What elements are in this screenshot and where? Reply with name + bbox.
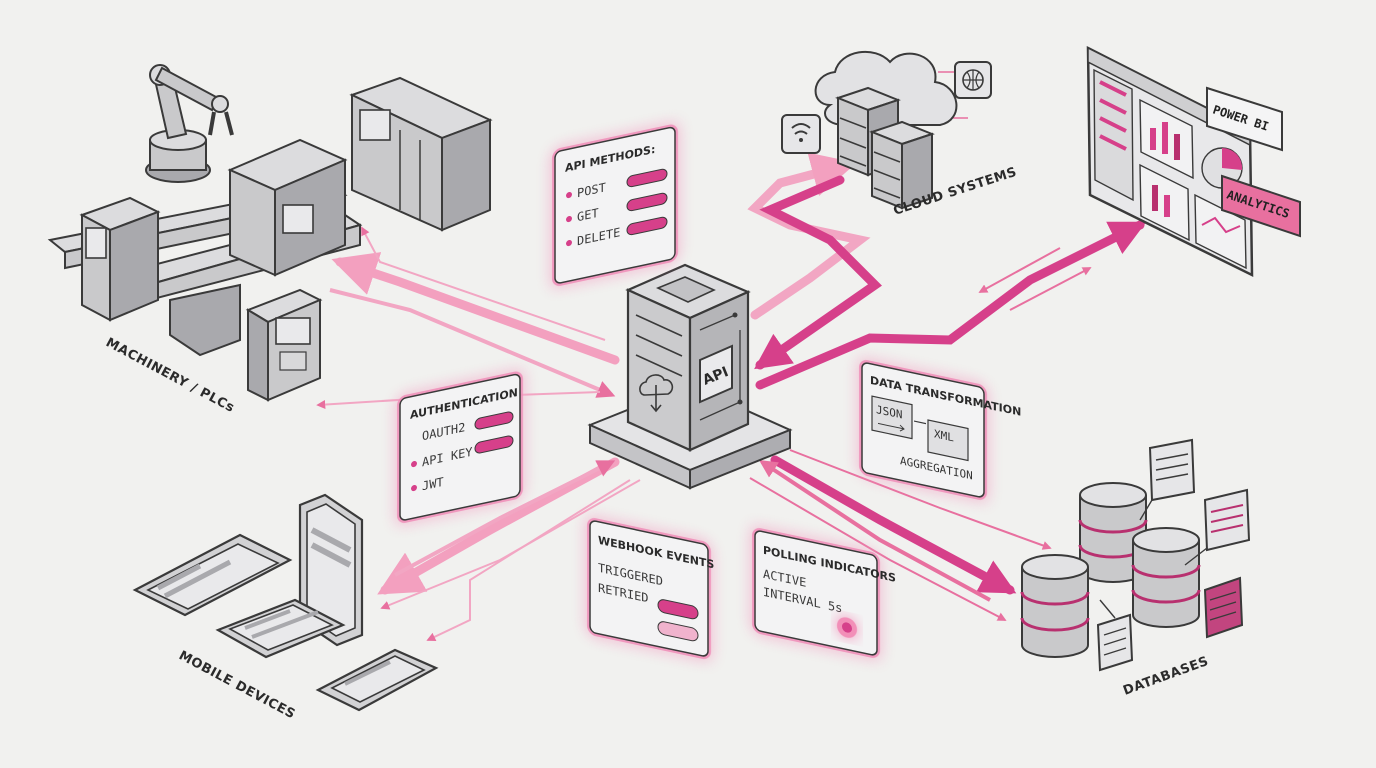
- cloud-sync-icon: [639, 374, 674, 396]
- phone-icon: [315, 648, 439, 712]
- flow-hub-plc: [361, 226, 606, 341]
- flow-hub-phone: [426, 479, 631, 641]
- webhook-events-panel: WEBHOOK EVENTS TRIGGERED RETRIED: [587, 518, 714, 660]
- flow-hub-db-lower: [749, 477, 1007, 621]
- database-cluster: DATABASES: [1020, 438, 1251, 699]
- machinery-cluster: MACHINERY / PLCs: [47, 64, 493, 416]
- hmi-kiosk-icon: [245, 288, 323, 402]
- authentication-panel: AUTHENTICATION OAUTH2 API KEY JWT: [397, 371, 523, 523]
- robot-arm-icon: [145, 64, 234, 183]
- mobile-cluster: MOBILE DEVICES: [132, 493, 439, 722]
- database-icon: [1131, 527, 1201, 628]
- plc-rack-icon: [349, 76, 493, 232]
- flow-hub-machinery: [331, 252, 620, 365]
- tablet-portrait-icon: [298, 493, 364, 647]
- data-flow-arrows: [316, 71, 1147, 641]
- document-icon: [1096, 613, 1134, 672]
- flow-cloud-hub: [754, 175, 882, 370]
- data-transformation-panel: DATA TRANSFORMATION JSON XML AGGREGATION: [859, 360, 1021, 500]
- flow-hub-mobile: [377, 457, 620, 595]
- server-stack-icon: [869, 120, 935, 210]
- tablet-icon: [215, 598, 346, 659]
- api-badge: [699, 344, 733, 404]
- bar-chart-icon: [1139, 163, 1190, 242]
- api-method-post: POST: [577, 180, 607, 200]
- database-icon: [1020, 554, 1090, 658]
- api-hub: API: [587, 263, 793, 490]
- api-method-get: GET: [577, 206, 599, 225]
- transform-from: JSON: [876, 403, 902, 421]
- flow-hub-dashboard: [755, 220, 1147, 390]
- transform-to: XML: [934, 427, 954, 444]
- table-sheet-icon: [1203, 488, 1251, 552]
- mobile-label: MOBILE DEVICES: [176, 648, 298, 722]
- flow-hub-cloud: [747, 152, 871, 320]
- databases-label: DATABASES: [1121, 654, 1211, 699]
- flow-machinery-hub: [329, 288, 616, 398]
- flow-mobile-hub: [394, 460, 616, 577]
- flow-dashboard-hub-a: [978, 247, 1061, 293]
- wifi-icon: [781, 114, 821, 154]
- flow-hub-tablet: [380, 479, 641, 610]
- flow-hub-databases: [770, 455, 1017, 595]
- table-sheet-icon: [1203, 576, 1244, 639]
- globe-icon: [954, 61, 992, 99]
- flow-hub-db-upper: [789, 449, 1052, 550]
- table-sheet-icon: [1148, 438, 1196, 502]
- power-bi-tag: POWER BI: [1206, 86, 1283, 152]
- tablet-icon: [132, 533, 293, 617]
- polling-indicators-panel: POLLING INDICATORS ACTIVE INTERVAL 5s: [752, 528, 896, 658]
- api-methods-panel: API METHODS: POST GET DELETE: [552, 124, 678, 286]
- cnc-machine-icon: [227, 138, 348, 277]
- pie-chart-icon: [1201, 147, 1243, 189]
- control-machine-icon: [79, 196, 161, 322]
- flow-databases-hub: [758, 460, 991, 602]
- flow-dashboard-hub-b: [1009, 267, 1092, 311]
- bar-chart-icon: [1139, 98, 1194, 180]
- analytics-dashboard: POWER BI ANALYTICS: [1086, 45, 1301, 278]
- auth-jwt: JWT: [422, 475, 444, 494]
